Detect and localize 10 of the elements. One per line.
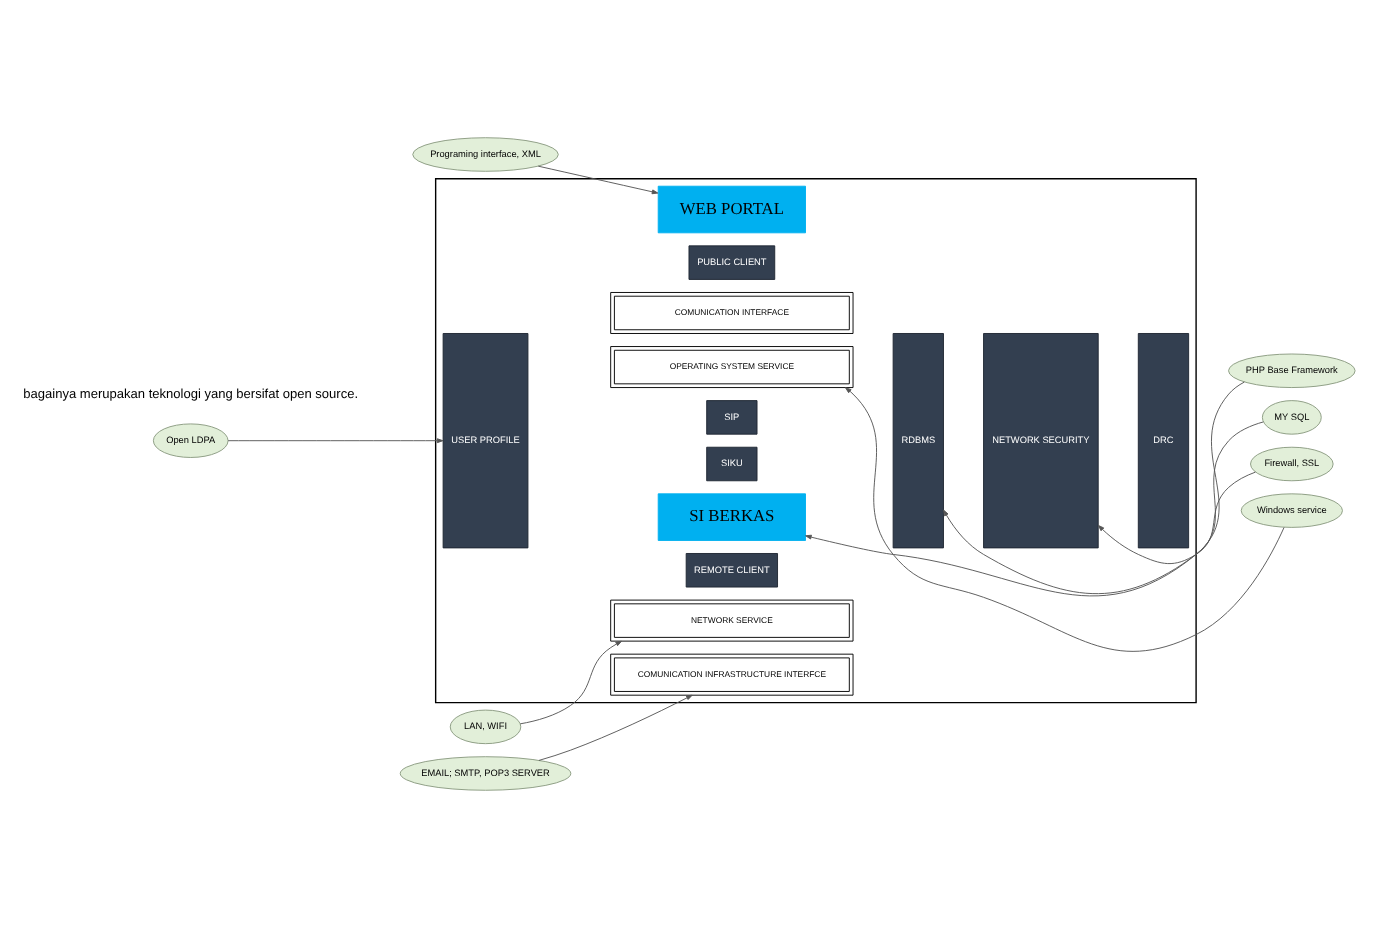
arrow [227, 438, 444, 444]
node-box: SI BERKAS [657, 493, 806, 541]
arrow [519, 640, 622, 725]
arrow [538, 694, 693, 761]
arrow [537, 165, 659, 195]
node-box: WEB PORTAL [657, 185, 806, 234]
arrow [943, 421, 1264, 595]
arrow [845, 387, 1285, 652]
arrow [805, 381, 1245, 597]
arrow [1097, 471, 1256, 565]
